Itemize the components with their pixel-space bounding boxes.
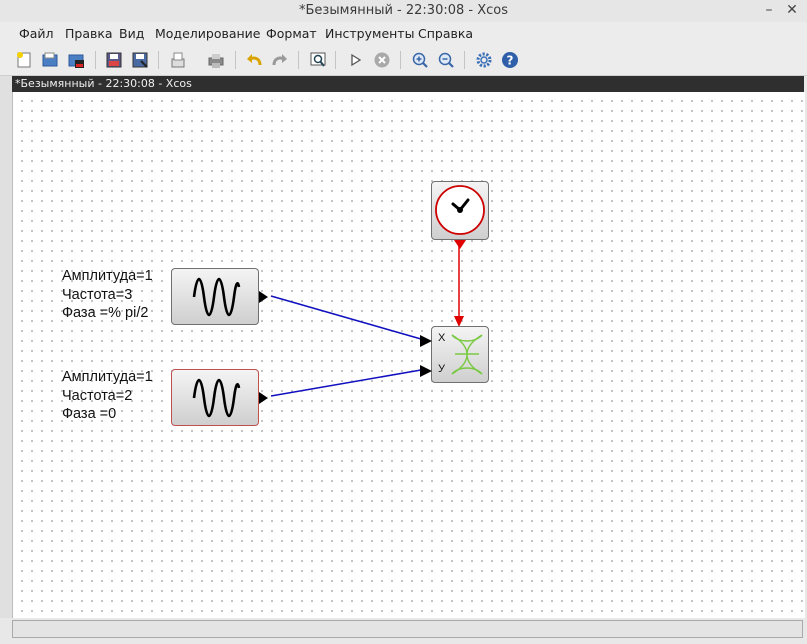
zoom-out-button[interactable] bbox=[436, 50, 456, 70]
diagram-canvas[interactable]: X У Амплитуда=1 Частота=3 Фаза =% pi/2 А… bbox=[12, 92, 805, 618]
play-icon bbox=[351, 53, 362, 67]
sine-generator-1[interactable] bbox=[171, 268, 268, 325]
open-in-scilab-button[interactable] bbox=[66, 50, 86, 70]
zoom-out-icon bbox=[438, 52, 454, 68]
port-label-y: У bbox=[438, 363, 445, 375]
print-button[interactable] bbox=[206, 50, 226, 70]
sine-wave-icon bbox=[192, 277, 241, 317]
fit-diagram-button[interactable] bbox=[308, 50, 328, 70]
links-layer bbox=[270, 240, 464, 397]
xy-scope-block[interactable]: X У bbox=[420, 326, 489, 383]
clock-block[interactable] bbox=[431, 181, 489, 249]
left-strip bbox=[0, 76, 12, 618]
gear-icon bbox=[476, 52, 492, 68]
folder-scilab-icon bbox=[68, 54, 84, 68]
xy-scope-input-y[interactable] bbox=[420, 365, 432, 377]
menu-view[interactable]: Вид bbox=[119, 26, 145, 41]
clock-link-arrow bbox=[454, 316, 464, 327]
title-bar: *Безымянный - 22:30:08 - Xcos – ✕ bbox=[0, 0, 807, 23]
port-label-x: X bbox=[438, 332, 446, 344]
svg-text:?: ? bbox=[507, 54, 514, 68]
menu-tools[interactable]: Инструменты bbox=[325, 26, 415, 41]
export-button[interactable] bbox=[168, 50, 188, 70]
menu-edit[interactable]: Правка bbox=[65, 26, 113, 41]
annotation-2[interactable]: Амплитуда=1 Частота=2 Фаза =0 bbox=[62, 368, 153, 424]
stop-icon bbox=[374, 52, 390, 68]
save-as-icon bbox=[132, 52, 148, 68]
printer-icon bbox=[208, 54, 224, 68]
document-tab[interactable]: *Безымянный - 22:30:08 - Xcos bbox=[12, 76, 804, 92]
horizontal-scrollbar[interactable] bbox=[12, 620, 803, 638]
sine2-output-port[interactable] bbox=[259, 392, 268, 404]
redo-icon bbox=[272, 54, 287, 66]
menu-format[interactable]: Формат bbox=[266, 26, 317, 41]
save-button[interactable] bbox=[104, 50, 124, 70]
undo-icon bbox=[247, 54, 262, 66]
xy-scope-input-x[interactable] bbox=[420, 335, 432, 347]
help-icon: ? bbox=[502, 52, 518, 68]
help-button[interactable]: ? bbox=[500, 50, 520, 70]
zoom-fit-icon bbox=[310, 52, 326, 67]
save-as-button[interactable] bbox=[130, 50, 150, 70]
zoom-in-button[interactable] bbox=[410, 50, 430, 70]
export-icon bbox=[171, 52, 185, 68]
menu-simulation[interactable]: Моделирование bbox=[155, 26, 261, 41]
menu-file[interactable]: Файл bbox=[19, 26, 54, 41]
menu-help[interactable]: Справка bbox=[418, 26, 474, 41]
undo-button[interactable] bbox=[244, 50, 264, 70]
close-button[interactable]: ✕ bbox=[786, 2, 798, 18]
setup-button[interactable] bbox=[474, 50, 494, 70]
sine2-link[interactable] bbox=[270, 369, 422, 397]
annotation-2-frequency: Частота=2 bbox=[62, 387, 133, 404]
zoom-in-icon bbox=[412, 52, 428, 68]
window-title: *Безымянный - 22:30:08 - Xcos bbox=[298, 3, 508, 18]
folder-open-icon bbox=[42, 52, 58, 67]
toolbar: ? bbox=[0, 44, 807, 76]
clock-icon bbox=[435, 185, 485, 235]
document-tab-title: *Безымянный - 22:30:08 - Xcos bbox=[15, 77, 192, 90]
sine1-link[interactable] bbox=[270, 295, 422, 340]
annotation-1-amplitude: Амплитуда=1 bbox=[62, 268, 153, 284]
annotation-1-phase: Фаза =% pi/2 bbox=[62, 305, 149, 321]
sine-wave-icon bbox=[192, 378, 241, 418]
start-button[interactable] bbox=[345, 50, 365, 70]
stop-button[interactable] bbox=[372, 50, 392, 70]
annotation-2-amplitude: Амплитуда=1 bbox=[62, 369, 153, 385]
annotation-2-phase: Фаза =0 bbox=[62, 406, 117, 422]
sine1-output-port[interactable] bbox=[259, 291, 268, 303]
menu-bar: Файл Правка Вид Моделирование Формат Инс… bbox=[0, 22, 807, 44]
floppy-disk-icon bbox=[106, 52, 122, 68]
annotation-1[interactable]: Амплитуда=1 Частота=3 Фаза =% pi/2 bbox=[62, 267, 153, 323]
annotation-1-frequency: Частота=3 bbox=[62, 286, 133, 303]
new-file-icon bbox=[17, 52, 31, 68]
sine-generator-2[interactable] bbox=[171, 369, 268, 426]
open-button[interactable] bbox=[40, 50, 60, 70]
new-diagram-button[interactable] bbox=[14, 50, 34, 70]
minimize-button[interactable]: – bbox=[765, 2, 773, 18]
lissajous-icon bbox=[451, 334, 483, 375]
redo-button[interactable] bbox=[270, 50, 290, 70]
clock-output-port[interactable] bbox=[454, 240, 466, 249]
